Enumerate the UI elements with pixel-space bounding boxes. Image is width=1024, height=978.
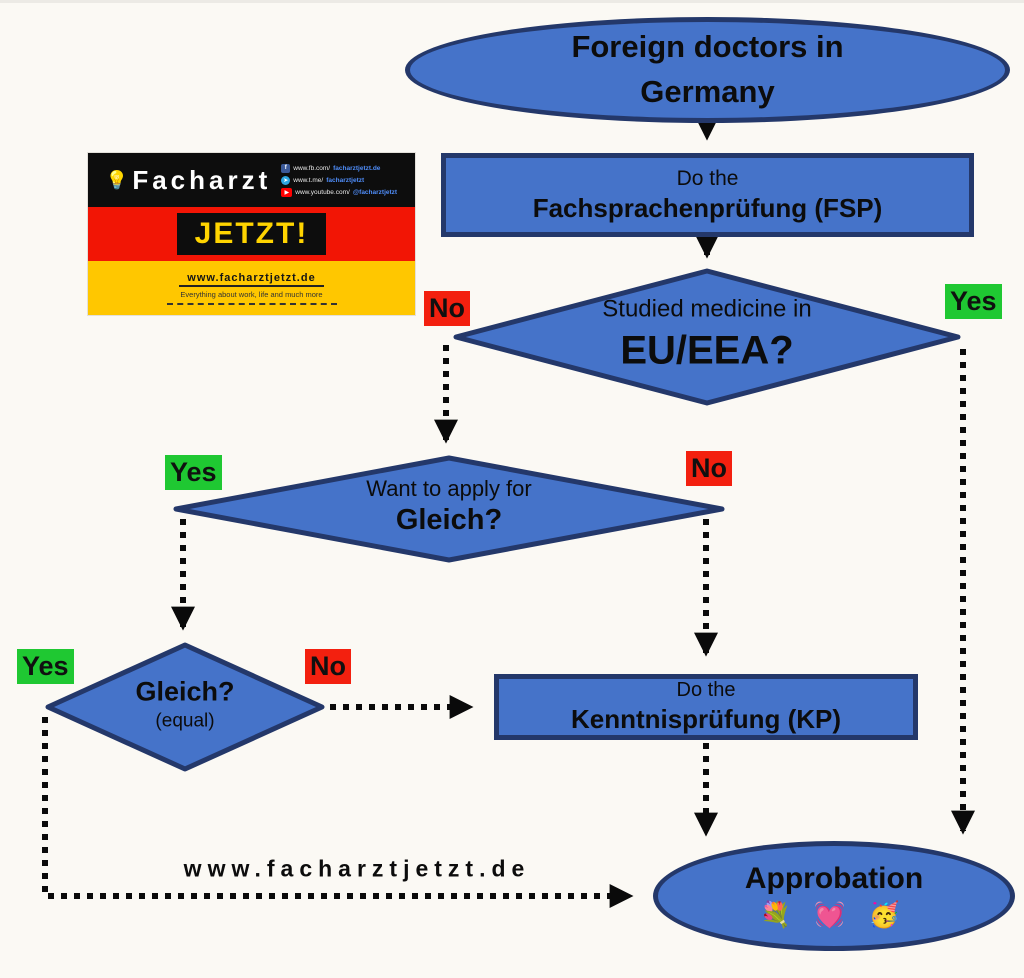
kp-node-label-line1: Do the [676, 679, 736, 702]
youtube-handle: @facharztjetzt [352, 188, 398, 196]
eu-eea-no-badge: No [424, 291, 470, 327]
want-gleich-no-badge: No [686, 451, 732, 487]
want-gleich-label-line2: Gleich? [395, 504, 503, 537]
gleich-equal-label-line2: (equal) [155, 710, 215, 732]
eu-eea-label-line1: Studied medicine in [602, 295, 812, 323]
start-node-label-line2: Germany [640, 74, 775, 109]
connector-layer [42, 116, 975, 908]
eu-eea-diamond-label: Studied medicine in EU/EEA? [497, 296, 917, 375]
gleich-equal-diamond [45, 642, 325, 772]
gleich-equal-yes-badge: Yes [17, 649, 74, 685]
celebration-emojis: 💐 💓 🥳 [760, 901, 908, 929]
logo-tagline: Everything about work, life and much mor… [180, 289, 323, 299]
gleich-equal-diamond-label: Gleich? (equal) [65, 677, 305, 734]
kp-node: Do the Kenntnisprüfung (KP) [494, 674, 918, 740]
logo-website: www.facharztjetzt.de [179, 272, 324, 287]
logo-brand-row: 💡 Facharzt f www.fb.com/facharztjetzt.de… [105, 163, 398, 197]
jetzt-label: JETZT! [194, 217, 309, 250]
facebook-icon: f [281, 163, 291, 173]
eu-eea-yes-badge: Yes [945, 284, 1002, 320]
logo-gold-band: www.facharztjetzt.de Everything about wo… [88, 261, 415, 315]
fsp-node-label-line1: Do the [676, 166, 739, 190]
want-gleich-diamond [173, 455, 725, 563]
start-node: Foreign doctors in Germany [405, 17, 1010, 123]
logo-social-links: f www.fb.com/facharztjetzt.de ➤ www.t.me… [281, 163, 398, 197]
gleich-equal-label-line1: Gleich? [135, 676, 235, 707]
telegram-handle: facharztjetzt [326, 176, 365, 184]
logo-dashed-rule [166, 302, 337, 305]
telegram-icon: ➤ [281, 175, 291, 185]
telegram-link: ➤ www.t.me/facharztjetzt [281, 175, 397, 185]
fsp-node: Do the Fachsprachenprüfung (FSP) [441, 153, 974, 237]
youtube-url-prefix: www.youtube.com/ [295, 188, 350, 196]
approbation-label: Approbation [744, 862, 924, 895]
logo-red-band: JETZT! [88, 207, 415, 261]
gleich-equal-no-badge: No [305, 649, 351, 685]
youtube-icon: ▶ [281, 187, 293, 197]
want-gleich-yes-badge: Yes [165, 455, 222, 491]
lightbulb-icon: 💡 [105, 170, 129, 190]
website-label: www.facharztjetzt.de [183, 855, 531, 882]
want-gleich-label-line1: Want to apply for [366, 475, 532, 501]
fsp-node-label-line2: Fachsprachenprüfung (FSP) [532, 192, 883, 223]
facebook-url-prefix: www.fb.com/ [293, 164, 331, 172]
logo-black-band: 💡 Facharzt f www.fb.com/facharztjetzt.de… [88, 153, 415, 207]
kp-node-label-line2: Kenntnisprüfung (KP) [570, 704, 842, 735]
logo-brand-name: Facharzt [132, 164, 272, 195]
facebook-link: f www.fb.com/facharztjetzt.de [281, 163, 397, 173]
want-gleich-diamond-label: Want to apply for Gleich? [239, 476, 659, 538]
facebook-handle: facharztjetzt.de [333, 164, 381, 172]
jetzt-box: JETZT! [176, 213, 327, 255]
facharzt-jetzt-logo: 💡 Facharzt f www.fb.com/facharztjetzt.de… [88, 153, 415, 315]
start-node-label-line1: Foreign doctors in [571, 29, 844, 65]
eu-eea-label-line2: EU/EEA? [620, 328, 794, 373]
telegram-url-prefix: www.t.me/ [293, 176, 324, 184]
approbation-node: Approbation 💐 💓 🥳 [653, 841, 1015, 951]
youtube-link: ▶ www.youtube.com/@facharztjetzt [281, 187, 398, 197]
eu-eea-diamond [453, 268, 961, 406]
